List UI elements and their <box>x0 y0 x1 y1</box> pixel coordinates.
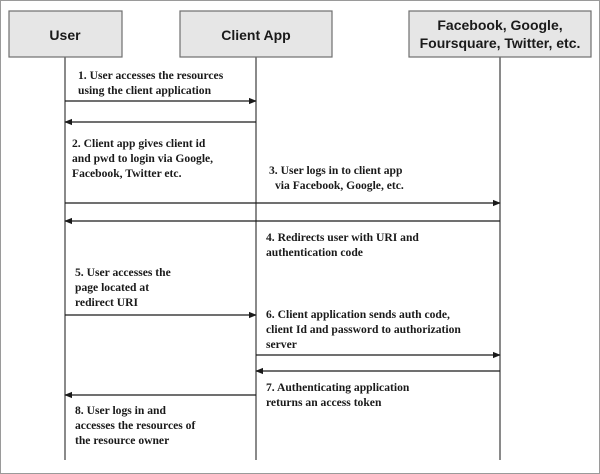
step-5-line-3: redirect URI <box>75 296 138 309</box>
step-4-label: 4. Redirects user with URI and authentic… <box>266 231 419 259</box>
step-4-line-2: authentication code <box>266 246 363 259</box>
step-2-line-3: Facebook, Twitter etc. <box>72 167 182 180</box>
step-4-line-1: 4. Redirects user with URI and <box>266 231 419 244</box>
step-3-line-1: 3. User logs in to client app <box>269 164 402 177</box>
step-6-label: 6. Client application sends auth code, c… <box>266 308 461 351</box>
participant-provider: Facebook, Google, Foursquare, Twitter, e… <box>408 10 592 58</box>
step-8-label: 8. User logs in and accesses the resourc… <box>75 404 195 447</box>
participant-user-label: User <box>49 27 81 43</box>
step-1-line-1: 1. User accesses the resources <box>78 69 224 82</box>
step-1-label: 1. User accesses the resources using the… <box>78 69 224 97</box>
step-1-line-2: using the client application <box>78 84 212 97</box>
step-5-label: 5. User accesses the page located at red… <box>75 266 171 309</box>
participant-client-app-label: Client App <box>221 27 290 43</box>
step-5-line-2: page located at <box>75 281 149 294</box>
participant-user: User <box>8 10 123 58</box>
step-2-line-2: and pwd to login via Google, <box>72 152 213 165</box>
step-8-line-3: the resource owner <box>75 434 169 447</box>
participant-client-app-box <box>179 10 333 58</box>
participant-client-app: Client App <box>179 10 333 58</box>
participant-user-box <box>8 10 123 58</box>
step-8-line-1: 8. User logs in and <box>75 404 166 417</box>
step-3-label: 3. User logs in to client app via Facebo… <box>269 164 404 192</box>
step-3-line-2: via Facebook, Google, etc. <box>275 179 404 192</box>
participant-provider-box <box>408 10 592 58</box>
step-2-label: 2. Client app gives client id and pwd to… <box>72 137 213 180</box>
participant-provider-label-line-2: Foursquare, Twitter, etc. <box>420 35 581 51</box>
step-7-line-1: 7. Authenticating application <box>266 381 410 394</box>
step-5-line-1: 5. User accesses the <box>75 266 171 279</box>
participant-provider-label-line-1: Facebook, Google, <box>437 17 562 33</box>
step-6-line-3: server <box>266 338 297 351</box>
step-2-line-1: 2. Client app gives client id <box>72 137 206 150</box>
step-8-line-2: accesses the resources of <box>75 419 195 432</box>
step-7-line-2: returns an access token <box>266 396 382 409</box>
step-6-line-2: client Id and password to authorization <box>266 323 461 336</box>
step-6-line-1: 6. Client application sends auth code, <box>266 308 450 321</box>
step-7-label: 7. Authenticating application returns an… <box>266 381 410 409</box>
